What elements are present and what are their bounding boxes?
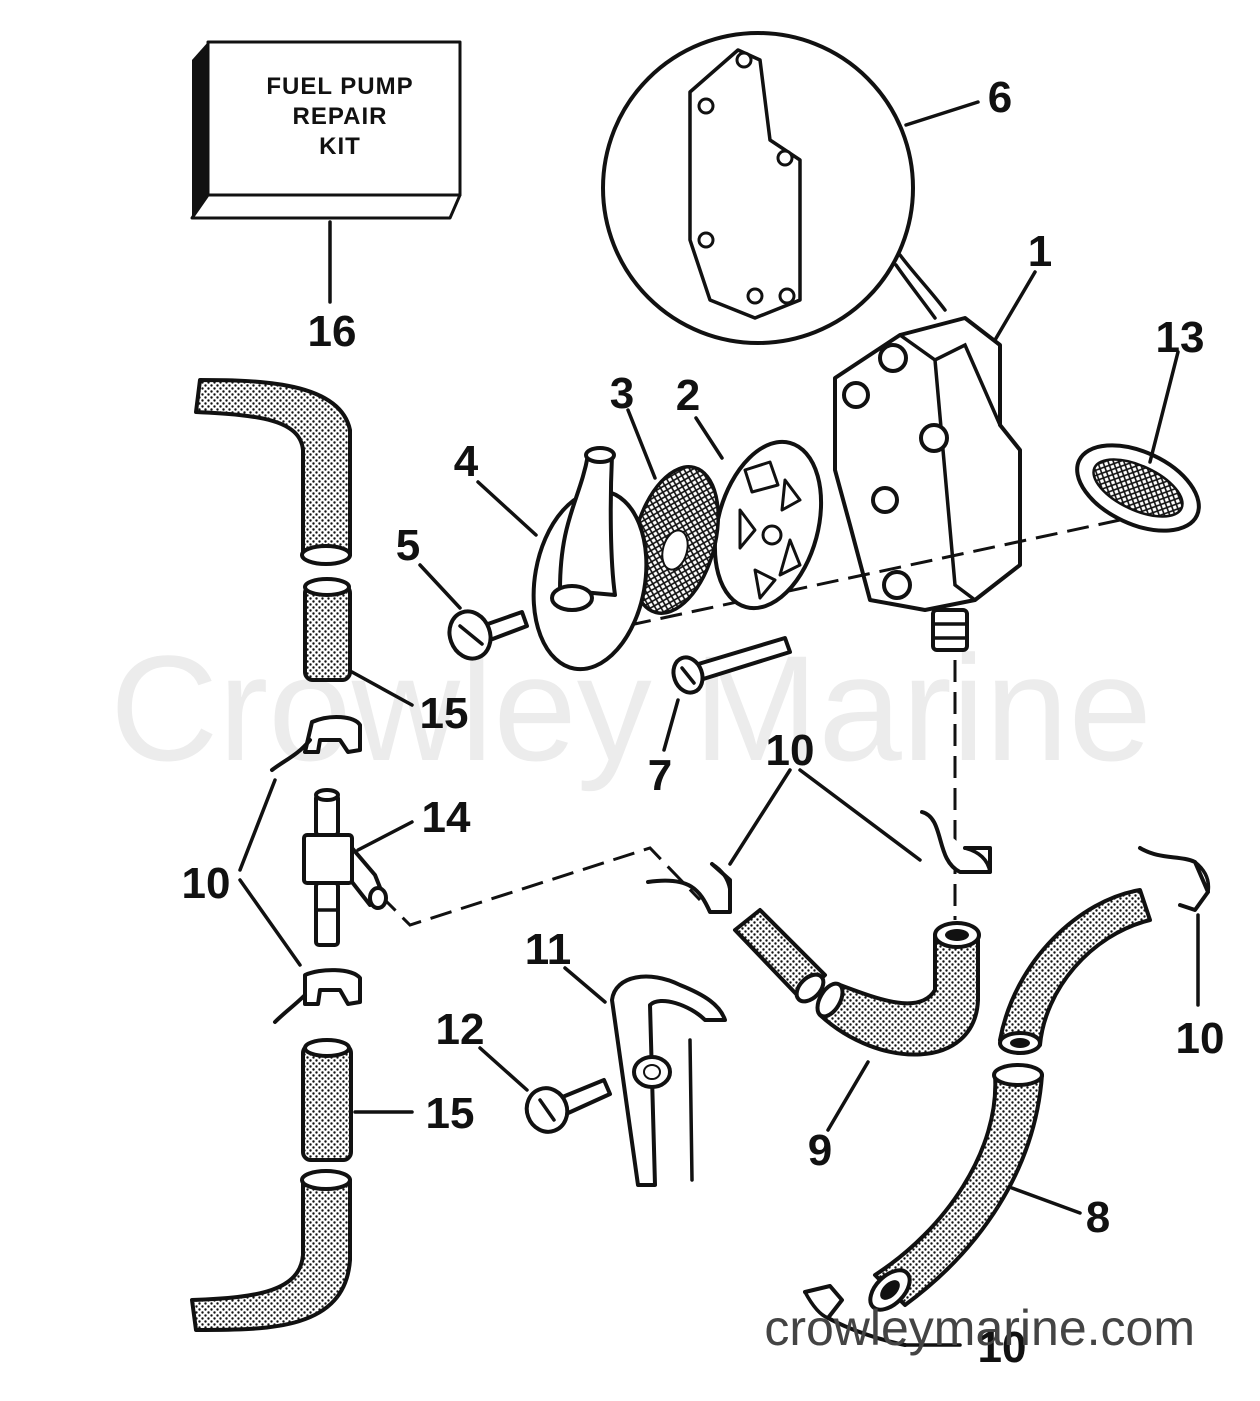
- callout-2: 2: [676, 371, 700, 420]
- long-screw: [671, 636, 792, 695]
- hose-elbow-9: [815, 921, 981, 1057]
- hose-short-straight: [733, 908, 827, 1004]
- hose-clamp-right: [1138, 846, 1211, 912]
- leader-line-10-right: [798, 768, 922, 862]
- leader-line-10-left-lower: [238, 878, 302, 967]
- callout-9: 9: [808, 1126, 832, 1175]
- callout-15-lower: 15: [426, 1089, 475, 1138]
- repair-kit-box: FUEL PUMP REPAIR KIT: [190, 40, 462, 220]
- gasket-detail-circle: [601, 31, 947, 345]
- leader-line-10-left: [728, 768, 792, 866]
- callout-5: 5: [396, 521, 420, 570]
- hose-elbow-top-left: [194, 378, 352, 566]
- valve-plate: [712, 439, 824, 611]
- callout-6: 6: [988, 73, 1012, 122]
- leader-line-12: [478, 1046, 529, 1092]
- callout-16: 16: [308, 307, 357, 356]
- cover-screw: [447, 609, 529, 661]
- hose-clamp-left-upper: [270, 715, 362, 772]
- callout-8: 8: [1086, 1193, 1110, 1242]
- callout-10-left: 10: [182, 859, 231, 908]
- kit-label-line-2: REPAIR: [293, 103, 388, 130]
- fuel-pump-body: [833, 316, 1022, 652]
- watermark-url: crowleymarine.com: [764, 1300, 1195, 1356]
- leader-line-9: [826, 1060, 870, 1132]
- callout-15-upper: 15: [420, 689, 469, 738]
- callout-11: 11: [525, 925, 572, 974]
- callout-13: 13: [1156, 313, 1205, 362]
- kit-label-line-1: FUEL PUMP: [266, 73, 413, 100]
- assembly-line-tee: [378, 846, 702, 927]
- callout-10-bottom: 10: [978, 1323, 1027, 1372]
- hose-clamp-left-lower: [273, 968, 362, 1024]
- mounting-bracket: [610, 974, 727, 1187]
- callout-14: 14: [422, 793, 471, 842]
- leader-line-13: [1148, 350, 1180, 464]
- tee-fitting: [302, 788, 388, 947]
- leader-line-4: [476, 480, 538, 537]
- pump-cover: [531, 446, 649, 672]
- callout-10-upper: 10: [766, 726, 815, 775]
- hose-elbow-bottom-left: [190, 1169, 352, 1332]
- callout-7: 7: [648, 751, 672, 800]
- leader-line-1: [993, 270, 1037, 342]
- callout-3: 3: [610, 369, 634, 418]
- hose-clamp-bottom: [803, 1284, 907, 1347]
- watermark-text: Crowley Marine: [110, 624, 1152, 792]
- hose-clamp-upper-right: [920, 810, 992, 874]
- leader-line-14: [356, 820, 414, 852]
- bracket-screw: [524, 1078, 612, 1134]
- leader-line-15-upper: [350, 670, 414, 707]
- callout-1: 1: [1028, 227, 1052, 276]
- callout-10-right: 10: [1176, 1014, 1225, 1063]
- leader-line-5: [418, 563, 462, 610]
- hose-straight-lower: [301, 1038, 353, 1162]
- leader-line-8: [1010, 1186, 1082, 1215]
- hose-right-curved: [998, 888, 1152, 1055]
- leader-line-3: [626, 408, 657, 480]
- leader-line-6: [904, 100, 980, 127]
- callout-4: 4: [454, 437, 479, 486]
- leader-line-2: [694, 416, 724, 460]
- leader-line-10-left-upper: [238, 778, 277, 872]
- oval-filter-gasket: [1075, 443, 1201, 533]
- hose-clamp-upper-left: [646, 862, 732, 914]
- callout-12: 12: [436, 1005, 485, 1054]
- kit-label-line-3: KIT: [319, 133, 361, 160]
- hose-long-curved: [868, 1063, 1044, 1312]
- leader-line-11: [563, 966, 607, 1004]
- hose-straight-upper: [303, 577, 352, 682]
- leader-line-7: [662, 698, 680, 752]
